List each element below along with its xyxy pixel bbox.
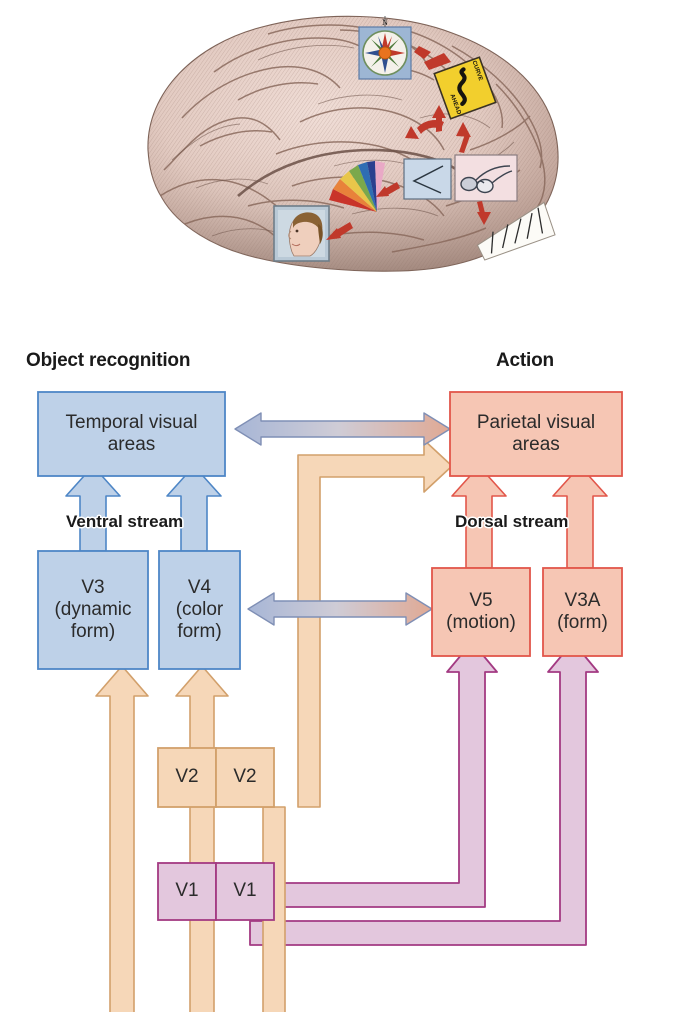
box-parietal-visual-areas[interactable] <box>449 391 623 477</box>
brain-flow-arrows <box>326 46 491 240</box>
arrow-v4-to-temporal <box>166 465 222 552</box>
curve-ahead-sign-icon: CURVE AHEAD <box>433 56 497 120</box>
box-v1-left[interactable] <box>157 862 217 921</box>
arrow-v1-to-v3a <box>249 641 599 946</box>
box-v3[interactable] <box>37 550 149 670</box>
arrow-v5-to-parietal <box>451 465 507 569</box>
box-v1-right[interactable] <box>215 862 275 921</box>
arrow-v2-to-parietal <box>297 439 453 808</box>
diagram-svg <box>37 391 623 1012</box>
brain-svg: N CURVE AHEAD <box>147 15 559 272</box>
radiating-lines-fan-icon <box>476 201 556 261</box>
brain-texture <box>147 16 559 272</box>
bidirectional-arrow-v3v4-v5v3a <box>247 592 433 626</box>
box-v2-left[interactable] <box>157 747 217 808</box>
face-portrait-icon <box>273 205 330 262</box>
box-v4[interactable] <box>158 550 241 670</box>
arrow-v2-to-v4 <box>175 665 229 1012</box>
box-temporal-visual-areas[interactable] <box>37 391 226 477</box>
eyeglasses-icon <box>454 154 518 202</box>
label-dorsal-stream: Dorsal stream <box>455 512 569 531</box>
arrow-v1-to-v5-outer <box>249 641 498 908</box>
box-v2-right[interactable] <box>215 747 275 808</box>
visual-streams-diagram-panel: Object recognition Action Temporal visua… <box>0 300 674 1012</box>
box-v5[interactable] <box>431 567 531 657</box>
color-fan-icon <box>329 161 385 212</box>
bidirectional-arrow-temporal-parietal <box>234 412 451 446</box>
arrow-v3a-to-parietal <box>552 465 608 569</box>
angle-lines-icon <box>403 158 452 200</box>
box-v3a[interactable] <box>542 567 623 657</box>
arrow-v3-to-temporal <box>65 465 121 552</box>
brain-illustration-panel: N CURVE AHEAD <box>0 0 674 300</box>
arrow-v2-to-v3 <box>95 665 149 1012</box>
brain-outline <box>147 15 559 272</box>
heading-action: Action <box>496 350 554 371</box>
compass-rose-icon: N <box>358 16 412 80</box>
label-ventral-stream: Ventral stream <box>66 512 184 531</box>
heading-object-recognition: Object recognition <box>26 350 191 371</box>
